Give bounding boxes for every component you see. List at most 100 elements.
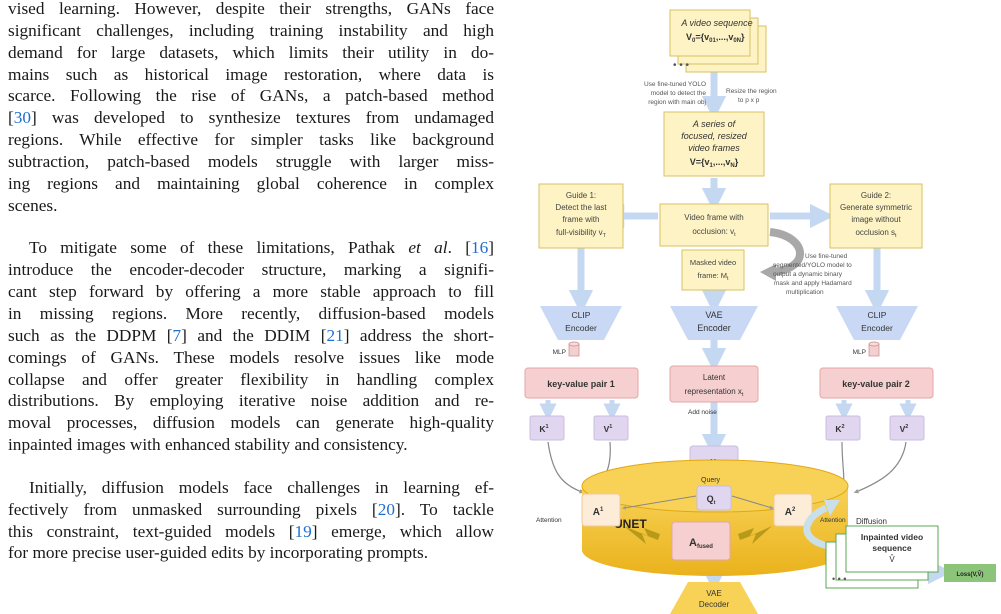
text-line: in missing regions. More recently, diffu… (8, 303, 494, 325)
text-line: demand for large datasets, which limits … (8, 42, 494, 64)
text-span: this constraint, text-guided models [ (8, 521, 295, 541)
citation-link[interactable]: 21 (326, 325, 344, 345)
svg-text:Guide 2:: Guide 2: (861, 191, 891, 200)
text-span: scarce. Following the rise of GANs, a pa… (8, 86, 494, 106)
svg-text:A1: A1 (593, 507, 604, 518)
mask-curve-arrow (769, 228, 804, 276)
query-label: Query (701, 477, 721, 484)
text-line: Initially, diffusion models face challen… (8, 477, 494, 499)
citation-link[interactable]: 30 (13, 108, 32, 128)
svg-text:region with main obj: region with main obj (648, 99, 706, 106)
text-line: To mitigate some of these limitations, P… (8, 237, 494, 259)
svg-text:Generate symmetric: Generate symmetric (840, 203, 912, 212)
afused-box: Afused (671, 521, 731, 561)
paragraph-gap (8, 456, 494, 477)
text-line: subtraction, patch-based models struggle… (8, 151, 494, 173)
text-line: for more precise user-guided edits by in… (8, 542, 494, 564)
video-sequence-stack: A video sequence V0={v01,...,v0N} • • • (669, 9, 767, 73)
svg-text:CLIP: CLIP (572, 310, 591, 320)
svg-text:video frames: video frames (688, 143, 740, 153)
svg-text:VAE: VAE (706, 589, 721, 598)
svg-text:Encoder: Encoder (697, 323, 731, 333)
svg-text:V2: V2 (900, 424, 909, 434)
svg-text:K1: K1 (539, 424, 548, 434)
text-line: collapse and offer greater flexibility i… (8, 369, 494, 391)
svg-text:Afused: Afused (689, 537, 713, 550)
citation-link[interactable]: 7 (172, 325, 182, 345)
unet-label: UNET (614, 517, 647, 531)
citation-link[interactable]: 16 (470, 238, 489, 258)
pipeline-figure: A video sequence V0={v01,...,v0N} • • • … (524, 9, 996, 614)
text-span: [ (8, 108, 14, 128)
svg-text:frame: Mt: frame: Mt (697, 271, 729, 282)
text-span: in missing regions. More recently, diffu… (8, 303, 494, 323)
svg-text:Resize the region: Resize the region (726, 88, 777, 95)
svg-text:segmented/YOLO model to: segmented/YOLO model to (773, 262, 852, 269)
citation-link[interactable]: 20 (377, 499, 395, 519)
svg-text:multiplication: multiplication (786, 289, 824, 296)
svg-text:Video frame with: Video frame with (684, 213, 743, 222)
svg-text:V0={v01,...,v0N}: V0={v01,...,v0N} (686, 32, 745, 44)
svg-text:occlusion: vt: occlusion: vt (692, 227, 736, 238)
text-span: scenes. (8, 195, 58, 215)
text-span: distributions. By employing iterative no… (8, 391, 494, 411)
attention-label-right: Attention (820, 517, 846, 524)
text-span: Initially, diffusion models face challen… (29, 477, 494, 497)
text-span: subtraction, patch-based models struggle… (8, 151, 494, 171)
svg-text:Masked video: Masked video (690, 258, 736, 267)
text-span: vised learning. However, despite their s… (8, 0, 494, 18)
svg-text:key-value pair 2: key-value pair 2 (842, 379, 910, 389)
text-span: inpainted images with enhanced stability… (8, 435, 408, 455)
svg-text:Latent: Latent (703, 373, 726, 382)
guide-1-box: Guide 1: Detect the last frame with full… (538, 183, 624, 249)
svg-text:V̂: V̂ (889, 555, 895, 564)
clip-encoder-right: CLIP Encoder (836, 306, 918, 340)
add-noise-label: Add noise (688, 409, 717, 416)
text-line: such as the DDPM [7] and the DDIM [21] a… (8, 325, 494, 347)
svg-text:Guide 1:: Guide 1: (566, 191, 596, 200)
svg-text:Loss(V,V̂): Loss(V,V̂) (956, 571, 983, 578)
svg-text:to p x p: to p x p (738, 97, 760, 104)
text-span: moval processes, diffusion models can ge… (8, 413, 494, 433)
text-span: collapse and offer greater flexibility i… (8, 369, 494, 389)
text-span: et al (408, 238, 448, 258)
paragraph-gap (8, 216, 494, 237)
svg-text:full-visibility vT: full-visibility vT (556, 228, 607, 239)
text-span: ] and the DDIM [ (181, 325, 327, 345)
text-line: cant step forward by offering a more sta… (8, 281, 494, 303)
yolo-note: Use fine-tuned YOLO model to detect the … (644, 81, 706, 106)
svg-text:VAE: VAE (705, 310, 722, 320)
text-line: [30] was developed to synthesize texture… (8, 107, 494, 129)
svg-text:mask and apply Hadamard: mask and apply Hadamard (774, 280, 852, 287)
svg-text:MLP: MLP (853, 349, 866, 356)
text-span: ] emerge, which allow (311, 521, 495, 541)
text-line: significant challenges, including traini… (8, 20, 494, 42)
body-text-column: vised learning. However, despite their s… (8, 0, 494, 564)
diffusion-loop-arrow (803, 504, 829, 550)
text-span: ] (488, 238, 494, 258)
svg-text:Encoder: Encoder (565, 323, 597, 333)
svg-text:A2: A2 (785, 507, 796, 518)
text-span: mains such as historical image restorati… (8, 64, 494, 84)
citation-link[interactable]: 19 (294, 521, 312, 541)
a1-box: A1 (581, 493, 621, 527)
text-span: ing regions and maintaining global coher… (8, 173, 494, 193)
svg-text:Detect the last: Detect the last (555, 203, 607, 212)
masked-frame-box: Masked video frame: Mt (681, 249, 745, 291)
text-span: fectively from unmasked surrounding pixe… (8, 499, 378, 519)
svg-text:A series of: A series of (692, 119, 737, 129)
text-span: ] was developed to synthesize textures f… (31, 108, 494, 128)
svg-text:• • •: • • • (673, 60, 690, 71)
svg-text:sequence: sequence (872, 543, 911, 553)
svg-text:V1: V1 (604, 424, 613, 434)
text-line: fectively from unmasked surrounding pixe… (8, 499, 494, 521)
attention-label-left: Attention (536, 517, 562, 524)
svg-text:Qt: Qt (707, 494, 716, 506)
inpainted-video-stack: Inpainted video sequence V̂ • • • (825, 525, 939, 589)
text-line: inpainted images with enhanced stability… (8, 434, 494, 456)
text-line: ing regions and maintaining global coher… (8, 173, 494, 195)
svg-text:K2: K2 (835, 424, 844, 434)
text-line: comings of GANs. These models resolve is… (8, 347, 494, 369)
vae-decoder: VAE Decoder (670, 582, 758, 614)
text-span: introduce the encoder-decoder structure,… (8, 260, 494, 280)
